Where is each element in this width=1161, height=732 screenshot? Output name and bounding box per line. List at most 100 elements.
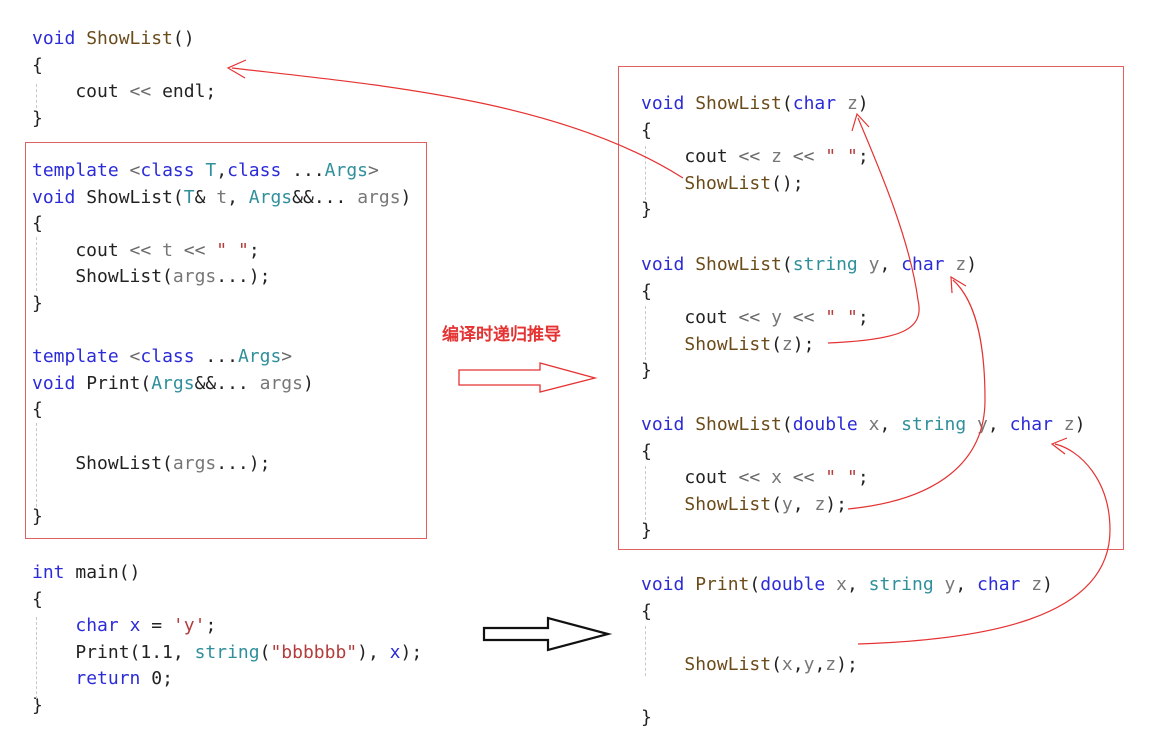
code-token-str: "bbbbbb" bbox=[270, 641, 358, 663]
code-token-kw: double bbox=[792, 414, 858, 435]
code-token-type: string bbox=[868, 574, 934, 595]
code-token-fn: ShowList bbox=[86, 28, 173, 49]
code-token-plain: { bbox=[641, 280, 652, 302]
code-token-fn: ShowList bbox=[684, 172, 772, 194]
indent-guide bbox=[36, 84, 37, 108]
compile-time-recursion-label: 编译时递归推导 bbox=[442, 325, 561, 345]
code-token-kw: class bbox=[140, 160, 195, 181]
code-line: ShowList(z); bbox=[641, 332, 977, 359]
code-token-kw: int bbox=[32, 562, 65, 583]
code-token-param: z bbox=[955, 254, 967, 275]
code-token-op: << bbox=[738, 146, 761, 168]
code-token-op: < bbox=[129, 160, 141, 181]
code-token-type: string bbox=[792, 254, 858, 275]
code-token-kw: void bbox=[641, 254, 685, 275]
code-token-plain: ; bbox=[205, 615, 217, 637]
code-token-kw: x bbox=[129, 615, 141, 637]
code-token-plain: } bbox=[641, 360, 652, 382]
code-token-op: > bbox=[368, 160, 379, 181]
code-token-str: " " bbox=[216, 239, 249, 261]
code-token-fn: ShowList bbox=[695, 414, 782, 435]
code-token-plain: , bbox=[846, 574, 869, 595]
code-token-param: args bbox=[172, 266, 217, 288]
code-token-param: args bbox=[357, 186, 401, 208]
code-token-plain: , bbox=[814, 653, 826, 675]
code-token-plain: } bbox=[641, 706, 652, 728]
code-token-param: y bbox=[803, 653, 815, 675]
code-token-plain: } bbox=[641, 199, 652, 221]
code-line: { bbox=[32, 587, 422, 614]
code-token-plain: ; bbox=[857, 467, 869, 489]
code-token-fn: ShowList bbox=[695, 254, 782, 275]
code-token-param: x bbox=[781, 653, 793, 675]
code-token-plain: { bbox=[32, 54, 43, 76]
code-block-showlist-string-char: void ShowList(string y, char z){ cout <<… bbox=[641, 252, 977, 385]
code-token-op: << bbox=[129, 81, 152, 103]
code-token-kw: void bbox=[641, 93, 685, 114]
code-line: cout << t << " "; bbox=[32, 238, 411, 265]
code-line: ShowList(x,y,z); bbox=[641, 652, 1053, 679]
indent-guide bbox=[36, 617, 37, 699]
red-curve-arrow-to-string-char bbox=[847, 279, 986, 510]
hollow-red-arrow bbox=[458, 362, 598, 393]
code-token-plain: ); bbox=[400, 641, 423, 663]
code-token-plain: ) bbox=[1042, 574, 1053, 595]
indent-guide bbox=[645, 466, 646, 520]
code-token-param: y bbox=[781, 493, 793, 515]
code-token-plain: ) bbox=[966, 254, 978, 275]
code-token-plain: ShowList( bbox=[32, 266, 173, 288]
code-token-kw: char bbox=[1009, 414, 1053, 435]
code-token-kw: char bbox=[792, 93, 837, 114]
code-token-plain: , bbox=[879, 254, 902, 275]
code-token-kw: char bbox=[977, 574, 1021, 595]
code-token-plain: , bbox=[955, 574, 978, 595]
code-token-str: " " bbox=[825, 146, 858, 168]
code-token-plain: ) bbox=[302, 372, 314, 394]
code-token-type: string bbox=[901, 414, 967, 435]
code-line: ShowList(y, z); bbox=[641, 492, 1085, 519]
code-token-param: args bbox=[259, 372, 303, 394]
code-token-plain: , bbox=[792, 653, 804, 675]
code-token-plain: } bbox=[32, 505, 43, 527]
code-token-plain: , bbox=[216, 160, 228, 181]
code-block-print-instantiated: void Print(double x, string y, char z){ … bbox=[641, 572, 1053, 732]
code-token-kw: class bbox=[140, 346, 195, 368]
code-token-param: z bbox=[846, 93, 858, 114]
code-token-kw: void bbox=[641, 414, 685, 435]
code-token-param: x bbox=[836, 574, 847, 595]
code-token-plain: cout bbox=[641, 307, 739, 329]
code-token-type: T bbox=[183, 186, 195, 208]
code-line: { bbox=[641, 599, 1053, 626]
code-token-param: z bbox=[1063, 414, 1075, 435]
code-token-plain: { bbox=[641, 119, 652, 141]
code-token-plain: ...); bbox=[216, 266, 271, 288]
code-token-plain: { bbox=[641, 440, 652, 462]
code-token-param: z bbox=[781, 333, 793, 355]
code-token-type: Args bbox=[151, 372, 195, 394]
code-token-kw: void bbox=[32, 28, 76, 49]
code-token-param: y bbox=[944, 574, 956, 595]
arrowhead bbox=[851, 112, 870, 132]
code-token-plain: main() bbox=[64, 562, 141, 583]
code-token-type: T bbox=[205, 160, 217, 181]
code-token-kw: char bbox=[75, 615, 119, 637]
code-line: ShowList(); bbox=[641, 171, 869, 198]
code-token-kw: class bbox=[227, 160, 282, 181]
code-token-plain: ) bbox=[857, 93, 869, 114]
code-token-plain: Print( bbox=[75, 372, 152, 394]
code-token-op: << bbox=[792, 307, 815, 329]
code-block-showlist-base: void ShowList(){ cout << endl;} bbox=[32, 26, 216, 132]
code-token-plain: ; bbox=[857, 307, 869, 329]
code-line: return 0; bbox=[32, 666, 422, 693]
code-line: { bbox=[32, 53, 216, 80]
code-token-plain: cout bbox=[641, 146, 739, 168]
code-token-plain: endl; bbox=[151, 81, 217, 103]
code-token-op: << bbox=[738, 307, 761, 329]
code-line: ShowList(args...); bbox=[32, 451, 411, 478]
code-token-kw: return bbox=[75, 668, 141, 690]
code-token-op: << bbox=[792, 467, 815, 489]
code-token-plain: ( bbox=[781, 254, 793, 275]
code-line: void Print(Args&&... args) bbox=[32, 371, 411, 398]
code-token-plain: ; bbox=[857, 146, 869, 168]
code-token-plain: ( bbox=[259, 641, 271, 663]
